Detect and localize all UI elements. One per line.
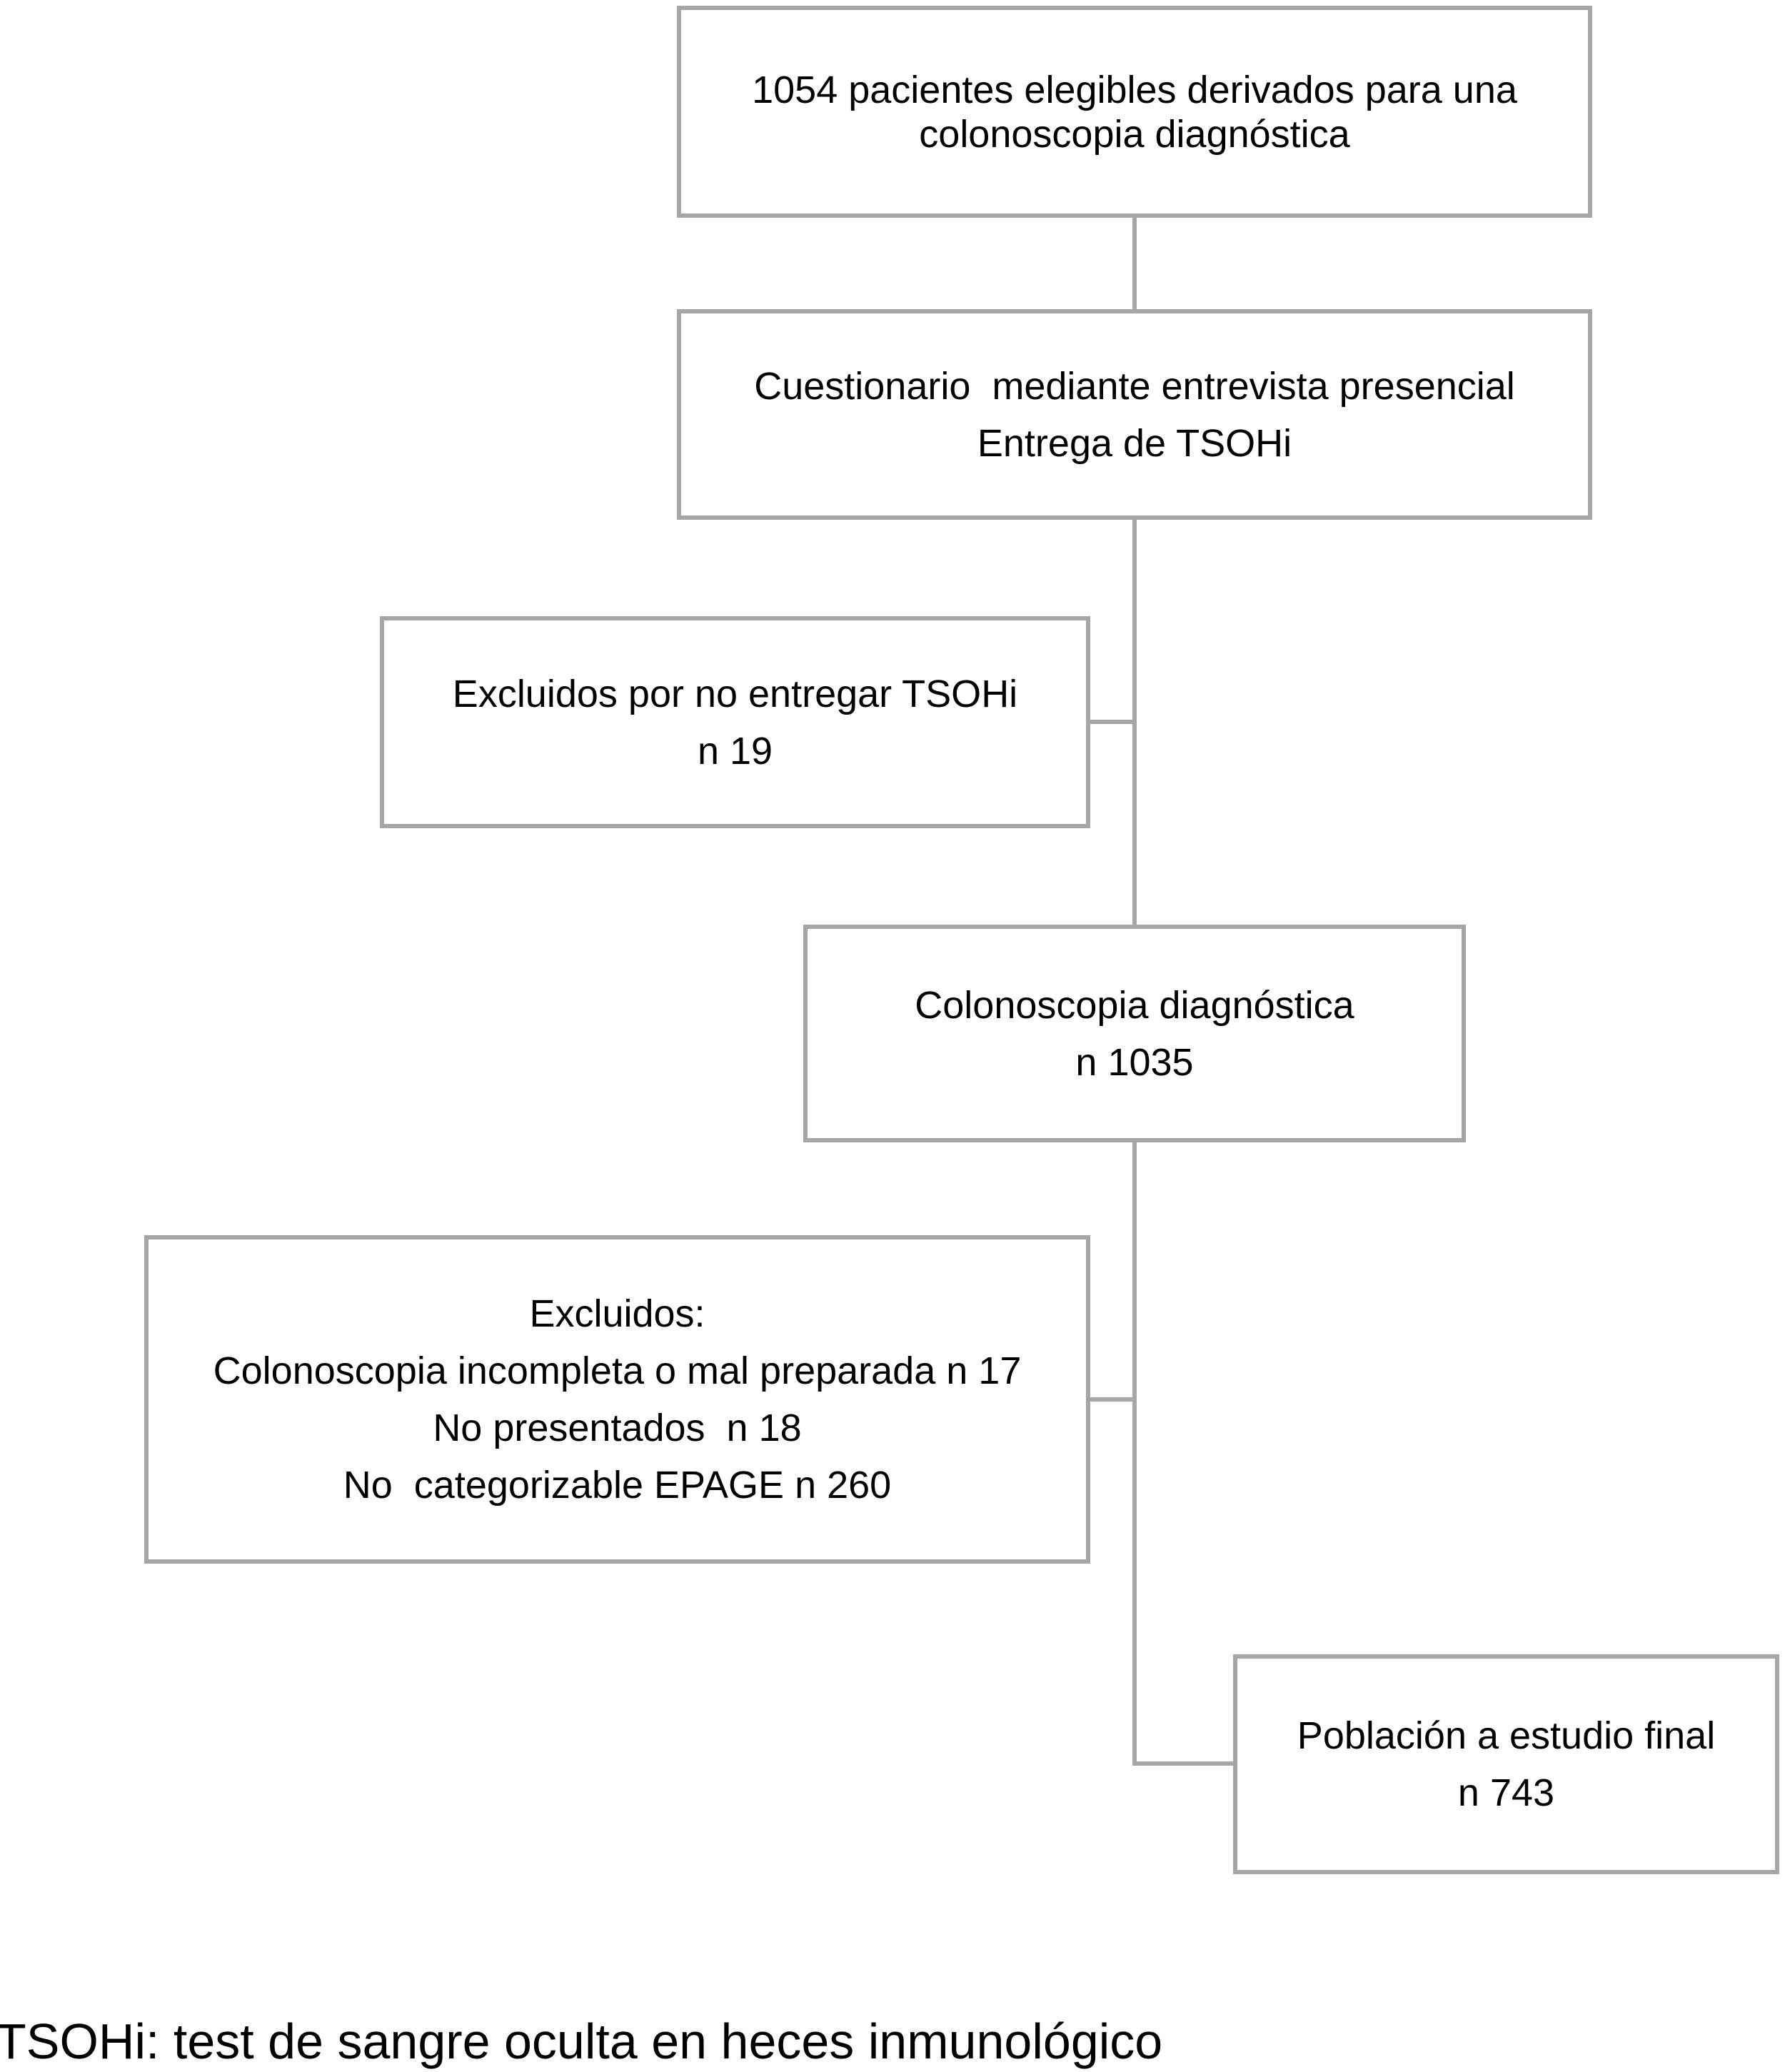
box-diagnostic-colonoscopy-count: n 1035 — [1075, 1040, 1194, 1084]
box-excluded-other: Excluidos: Colonoscopia incompleta o mal… — [144, 1235, 1090, 1564]
box-eligible-patients-line-2: colonoscopia diagnóstica — [919, 112, 1350, 156]
box-excluded-other-line-2: Colonoscopia incompleta o mal preparada … — [213, 1349, 1022, 1392]
box-excluded-no-tsohi: Excluidos por no entregar TSOHi n 19 — [380, 616, 1090, 828]
box-questionnaire-line-2: Entrega de TSOHi — [977, 421, 1292, 465]
connector-questionnaire-to-colonoscopy — [1132, 520, 1137, 925]
box-questionnaire-line-1: Cuestionario mediante entrevista presenc… — [754, 364, 1515, 408]
box-excluded-other-title: Excluidos: — [529, 1292, 705, 1335]
box-questionnaire-interview: Cuestionario mediante entrevista presenc… — [677, 309, 1592, 520]
box-excluded-no-tsohi-line-1: Excluidos por no entregar TSOHi — [452, 672, 1018, 715]
box-final-study-population-line-1: Población a estudio final — [1297, 1714, 1716, 1757]
footnote-tsohi-definition: TSOHi: test de sangre oculta en heces in… — [0, 2013, 1163, 2069]
box-excluded-other-line-4: No categorizable EPAGE n 260 — [343, 1464, 892, 1507]
connector-colonoscopy-to-final-vertical — [1132, 1142, 1137, 1766]
connector-elbow-to-final — [1132, 1761, 1233, 1766]
box-diagnostic-colonoscopy: Colonoscopia diagnóstica n 1035 — [803, 925, 1466, 1142]
box-eligible-patients: 1054 pacientes elegibles derivados para … — [677, 6, 1592, 218]
box-excluded-no-tsohi-count: n 19 — [697, 729, 773, 773]
box-final-study-population-count: n 743 — [1457, 1771, 1555, 1814]
box-final-study-population: Población a estudio final n 743 — [1233, 1654, 1779, 1874]
box-eligible-patients-line-1: 1054 pacientes elegibles derivados para … — [752, 68, 1517, 111]
connector-stub-excluded-other — [1090, 1397, 1132, 1402]
box-diagnostic-colonoscopy-line-1: Colonoscopia diagnóstica — [915, 983, 1354, 1027]
box-excluded-other-line-3: No presentados n 18 — [433, 1407, 802, 1449]
connector-stub-excluded-tsohi — [1090, 720, 1132, 724]
connector-eligible-to-questionnaire — [1132, 218, 1137, 309]
